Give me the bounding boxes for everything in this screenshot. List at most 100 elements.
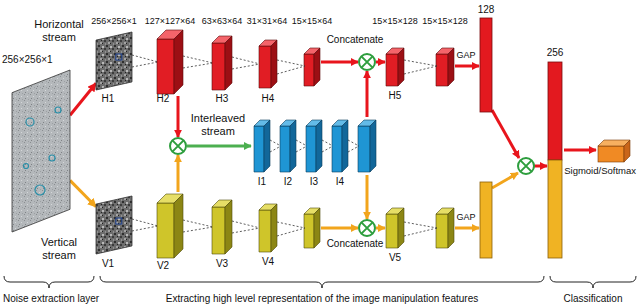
conv-block: V4	[259, 204, 277, 252]
conv-block: I2	[280, 120, 296, 172]
concat-symbol	[518, 158, 534, 174]
output-cube	[598, 140, 630, 162]
flow-arrow	[366, 71, 369, 117]
node-shape	[259, 204, 277, 252]
annotation-label: Extracting high level representation of …	[166, 293, 478, 305]
node-shape	[157, 30, 183, 94]
brace	[4, 276, 94, 288]
conv-block: I4	[332, 120, 348, 172]
kernel-window	[116, 54, 122, 60]
kernel-lines	[277, 60, 437, 236]
concat-symbol	[170, 138, 186, 154]
conv-block	[358, 120, 376, 172]
concat-symbol	[359, 220, 375, 236]
block-face	[271, 40, 277, 88]
node-shape	[306, 120, 322, 172]
flow-arrow	[455, 227, 479, 230]
layer-label: V4	[262, 256, 274, 268]
conv-block: V3	[212, 200, 232, 254]
layer-label: V2	[157, 260, 169, 272]
conv-block: I3	[306, 120, 322, 172]
kernel-connector	[132, 55, 158, 67]
layer-label: H3	[216, 93, 229, 105]
image-detail	[24, 164, 29, 169]
node-shape	[386, 208, 404, 248]
input-image: 256×256×1	[12, 70, 70, 232]
flow-arrow	[321, 61, 358, 64]
node-shape	[12, 70, 70, 232]
layer-label: 31×31×64	[247, 16, 288, 26]
kernel-connector	[322, 140, 333, 152]
block-face	[304, 214, 314, 248]
stream-arrow	[70, 83, 96, 115]
kernel-connector	[232, 221, 260, 233]
conv-block: V5	[386, 208, 404, 248]
node-shape	[212, 36, 232, 90]
layer-label: V3	[216, 258, 228, 270]
node-shape	[280, 120, 296, 172]
annotation-label: Interleaved stream	[187, 112, 249, 137]
annotation-label: GAP	[456, 50, 475, 60]
annotation-label: Classification	[564, 293, 623, 305]
annotation-label: 15×15×128	[422, 16, 468, 26]
node-shape	[386, 48, 404, 86]
block-face	[314, 208, 320, 248]
kernel-connector	[232, 57, 260, 69]
conv-block: 63×63×64H3	[212, 36, 232, 90]
stream-arrow	[70, 180, 96, 206]
flow-arrow	[564, 149, 596, 152]
noise-map: 256×256×1H1	[96, 32, 132, 90]
layer-label: V5	[389, 252, 401, 264]
cube-face	[598, 146, 624, 162]
block-face	[157, 39, 174, 94]
annotation-label: 15×15×64	[292, 16, 333, 26]
noise-map	[96, 32, 132, 90]
block-face	[316, 120, 322, 172]
conv-block: 15×15×128H5	[386, 48, 404, 86]
block-face	[271, 204, 277, 252]
feature-vector	[548, 160, 562, 258]
noise-map: V1	[96, 196, 132, 254]
layer-label: H4	[262, 93, 275, 105]
block-face	[306, 126, 316, 172]
block-face	[212, 43, 225, 90]
node-shape	[96, 196, 132, 254]
block-face	[386, 54, 398, 86]
flow-arrow	[366, 175, 369, 219]
kernel-connector	[183, 56, 213, 68]
annotation-label: Horizontal stream	[28, 18, 90, 43]
layer-label: V1	[102, 258, 114, 270]
layer-label: 63×63×64	[202, 16, 243, 26]
annotation-label: Concatenate	[327, 34, 384, 46]
layer-label: I1	[258, 176, 266, 188]
flow-arrow	[455, 65, 479, 68]
layer-label: H5	[389, 90, 402, 102]
brace	[100, 276, 544, 288]
size-label: 256×256×1	[2, 54, 53, 66]
block-face	[264, 120, 270, 172]
flow-arrow	[376, 61, 385, 64]
kernel-connector	[132, 219, 158, 231]
block-face	[174, 194, 183, 258]
flow-arrow	[492, 173, 518, 188]
block-face	[358, 126, 370, 172]
image-detail	[26, 118, 34, 126]
image-detail	[55, 107, 61, 113]
input-image	[12, 70, 70, 232]
node-shape	[254, 120, 270, 172]
kernel-connector	[183, 220, 213, 232]
flow-arrow	[177, 96, 180, 137]
layer-label: H2	[157, 93, 170, 105]
flow-arrow	[376, 227, 385, 230]
block-face	[259, 210, 271, 252]
feature-vector	[480, 182, 492, 258]
block-face	[370, 120, 376, 172]
annotation-label: Vertical stream	[28, 236, 90, 261]
layer-label: I3	[310, 176, 318, 188]
annotation-label: 256	[547, 47, 564, 59]
block-face	[448, 208, 454, 248]
concat-symbol	[359, 54, 375, 70]
kernel-connector	[270, 140, 281, 152]
conv-block: V2	[157, 194, 183, 258]
flow-arrow	[492, 110, 519, 158]
